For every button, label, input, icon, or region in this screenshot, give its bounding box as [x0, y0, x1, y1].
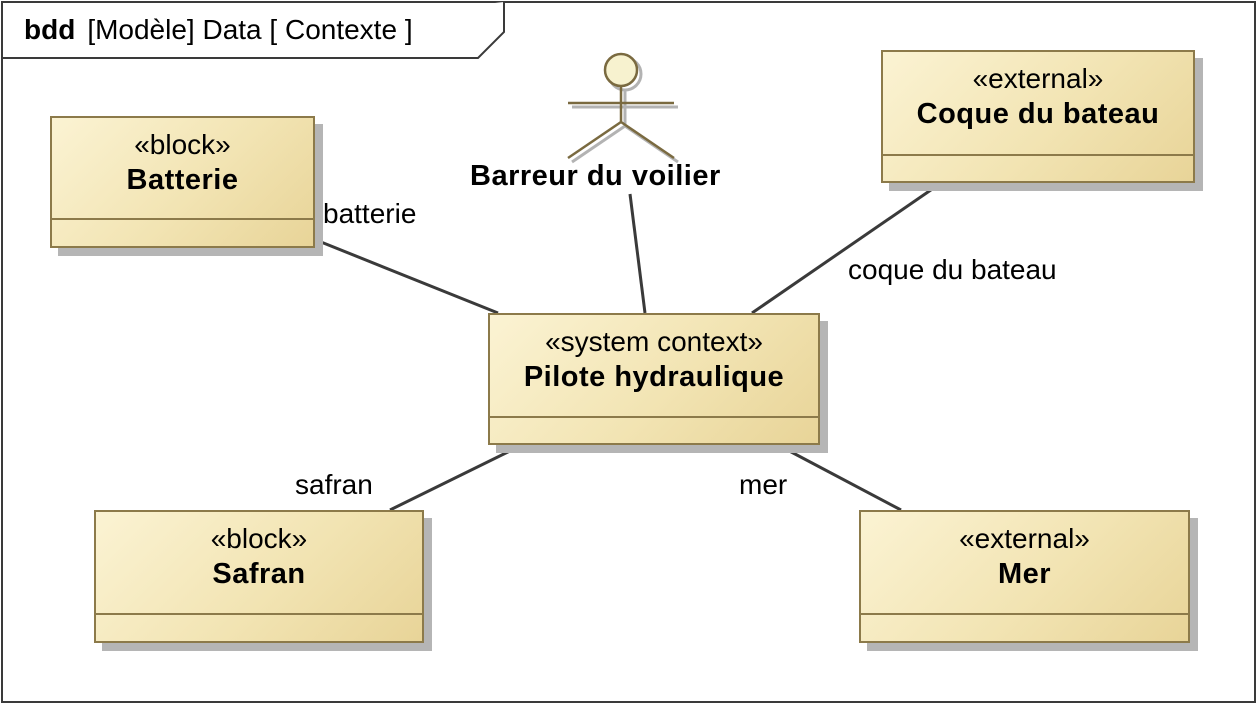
frame-kind: bdd: [24, 14, 76, 45]
block-mer-name: Mer: [997, 558, 1052, 590]
association-batterie[interactable]: [315, 238, 499, 315]
role-safran: safran: [295, 469, 373, 500]
block-coque-stereotype: «external»: [972, 63, 1104, 94]
role-coque: coque du bateau: [848, 254, 1057, 285]
block-batterie-name: Batterie: [126, 164, 239, 196]
block-batterie-stereotype: «block»: [134, 129, 231, 160]
block-batterie-compartment: [52, 218, 313, 220]
actor-stick-figure[interactable]: [567, 52, 679, 164]
frame-name: [Modèle] Data [ Contexte ]: [87, 14, 413, 45]
block-safran[interactable]: «block» Safran: [94, 510, 424, 643]
block-safran-stereotype: «block»: [210, 523, 308, 554]
block-pilote-name: Pilote hydraulique: [523, 361, 785, 393]
actor-head: [603, 52, 639, 88]
frame-title: bdd [Modèle] Data [ Contexte ]: [24, 14, 413, 46]
block-pilote-stereotype: «system context»: [545, 326, 763, 357]
block-batterie[interactable]: «block» Batterie: [50, 116, 315, 248]
association-safran[interactable]: [389, 443, 523, 512]
block-pilote-compartment: [490, 416, 818, 418]
association-barreur[interactable]: [628, 193, 647, 314]
block-safran-compartment: [96, 613, 422, 615]
actor-label: Barreur du voilier: [470, 160, 721, 192]
role-batterie: batterie: [323, 198, 417, 229]
block-coque-name: Coque du bateau: [916, 98, 1160, 130]
frame-tab: [2, 2, 505, 59]
block-coque-compartment: [883, 154, 1193, 156]
block-pilote-hydraulique[interactable]: «system context» Pilote hydraulique: [488, 313, 820, 445]
block-mer-stereotype: «external»: [959, 523, 1090, 554]
role-mer: mer: [739, 469, 788, 500]
block-mer-compartment: [861, 613, 1188, 615]
block-mer[interactable]: «external» Mer: [859, 510, 1190, 643]
block-safran-name: Safran: [212, 558, 306, 590]
association-coque[interactable]: [751, 181, 942, 315]
association-mer[interactable]: [777, 443, 902, 512]
block-coque[interactable]: «external» Coque du bateau: [881, 50, 1195, 183]
